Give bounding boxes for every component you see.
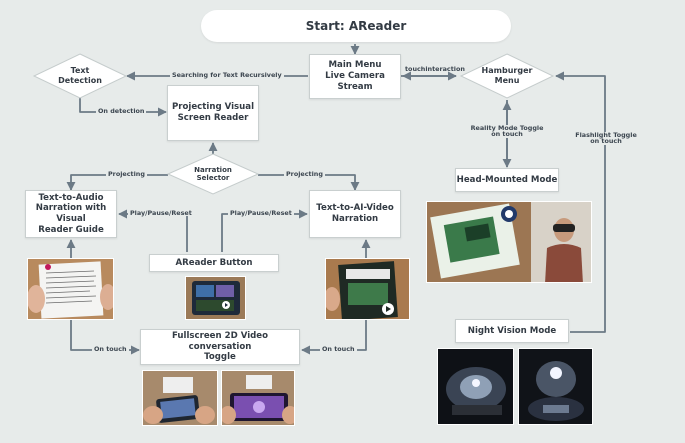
night-vision-box: Night Vision Mode bbox=[455, 319, 569, 343]
play-right-label: Play/Pause/Reset bbox=[228, 209, 294, 217]
head-mounted-photo bbox=[426, 201, 592, 283]
edge-flashlight bbox=[555, 71, 606, 333]
projecting-left-label: Projecting bbox=[106, 170, 147, 178]
on-detection-label: On detection bbox=[96, 107, 147, 115]
searching-label: Searching for Text Recursively bbox=[170, 71, 284, 79]
edge-play-to-audio bbox=[118, 209, 188, 252]
projecting-right-label: Projecting bbox=[284, 170, 325, 178]
fullscreen-photo-right bbox=[221, 370, 295, 426]
ai-video-photo bbox=[325, 258, 410, 320]
flashlight-toggle-label: Flashlight Toggle on touch bbox=[570, 132, 642, 145]
text-detection-label: Text Detection bbox=[58, 66, 102, 85]
reality-toggle-label: Reality Mode Toggle on touch bbox=[467, 125, 547, 138]
start-node: Start: AReader bbox=[201, 10, 511, 42]
areader-button-photo bbox=[185, 276, 246, 320]
main-menu-box: Main Menu Live Camera Stream bbox=[309, 54, 401, 99]
audio-narration-photo bbox=[27, 258, 114, 320]
text-to-ai-video-box: Text-to-AI-Video Narration bbox=[309, 190, 401, 238]
fullscreen-photo-left bbox=[142, 370, 218, 426]
areader-button-box: AReader Button bbox=[149, 254, 279, 272]
narration-selector-label: Narration Selector bbox=[194, 165, 232, 182]
night-vision-photo-right bbox=[518, 348, 593, 425]
text-detection-diamond bbox=[32, 53, 128, 99]
touch-interaction-label: touchinteraction bbox=[405, 65, 465, 73]
narration-selector-diamond bbox=[166, 153, 260, 195]
projecting-reader-box: Projecting Visual Screen Reader bbox=[167, 85, 259, 141]
text-to-audio-box: Text-to-Audio Narration with Visual Read… bbox=[25, 190, 117, 238]
night-vision-photo-left bbox=[437, 348, 514, 425]
head-mounted-box: Head-Mounted Mode bbox=[455, 168, 559, 192]
hamburger-diamond bbox=[459, 53, 555, 99]
on-touch-left-label: On touch bbox=[92, 345, 129, 353]
on-touch-right-label: On touch bbox=[320, 345, 357, 353]
hamburger-menu-label: Hamburger Menu bbox=[481, 66, 533, 85]
play-left-label: Play/Pause/Reset bbox=[128, 209, 194, 217]
edge-play-to-video bbox=[221, 209, 308, 252]
fullscreen-toggle-box: Fullscreen 2D Video conversation Toggle bbox=[140, 329, 300, 365]
